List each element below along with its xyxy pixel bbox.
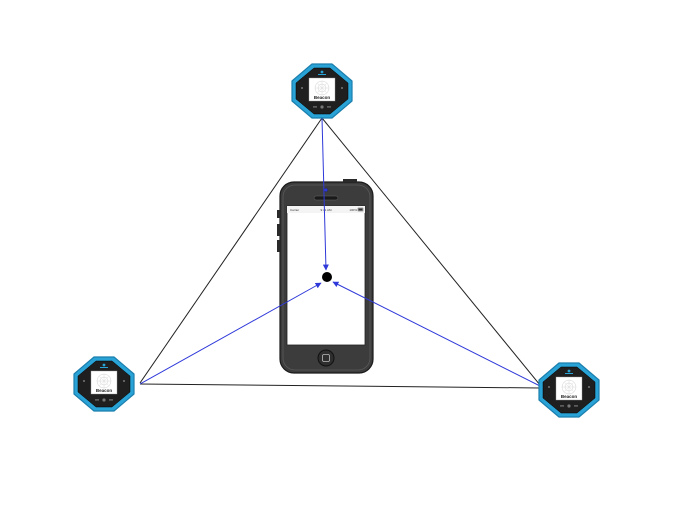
beacon-top: Beacon [291,63,353,119]
home-button[interactable] [317,349,335,367]
location-dot [322,272,332,282]
signal-right-to-phone [332,281,541,387]
earpiece-speaker [313,195,339,201]
status-carrier: Carrier [290,208,299,212]
beacon-top-label: Beacon [314,95,331,100]
triangle-edge-left-right [139,383,541,389]
triangle-edge-top-left [139,117,323,384]
beacon-left: Beacon [73,356,135,412]
beacon-right: Beacon [538,362,600,418]
triangle-edge-top-right [321,117,541,386]
top-anchor-dot [324,188,328,192]
battery-icon [357,207,364,212]
status-time: 9:41 AM [320,208,332,212]
home-button-icon [322,354,330,362]
beacon-right-label: Beacon [561,394,578,399]
beacon-left-label: Beacon [96,388,113,393]
status-battery: 100% [349,208,357,212]
status-bar: Carrier 9:41 AM 100% [287,206,365,213]
signal-lines [139,117,541,387]
signal-top-to-phone [321,117,329,271]
triangle-lines [139,117,541,389]
signal-left-to-phone [139,282,322,385]
